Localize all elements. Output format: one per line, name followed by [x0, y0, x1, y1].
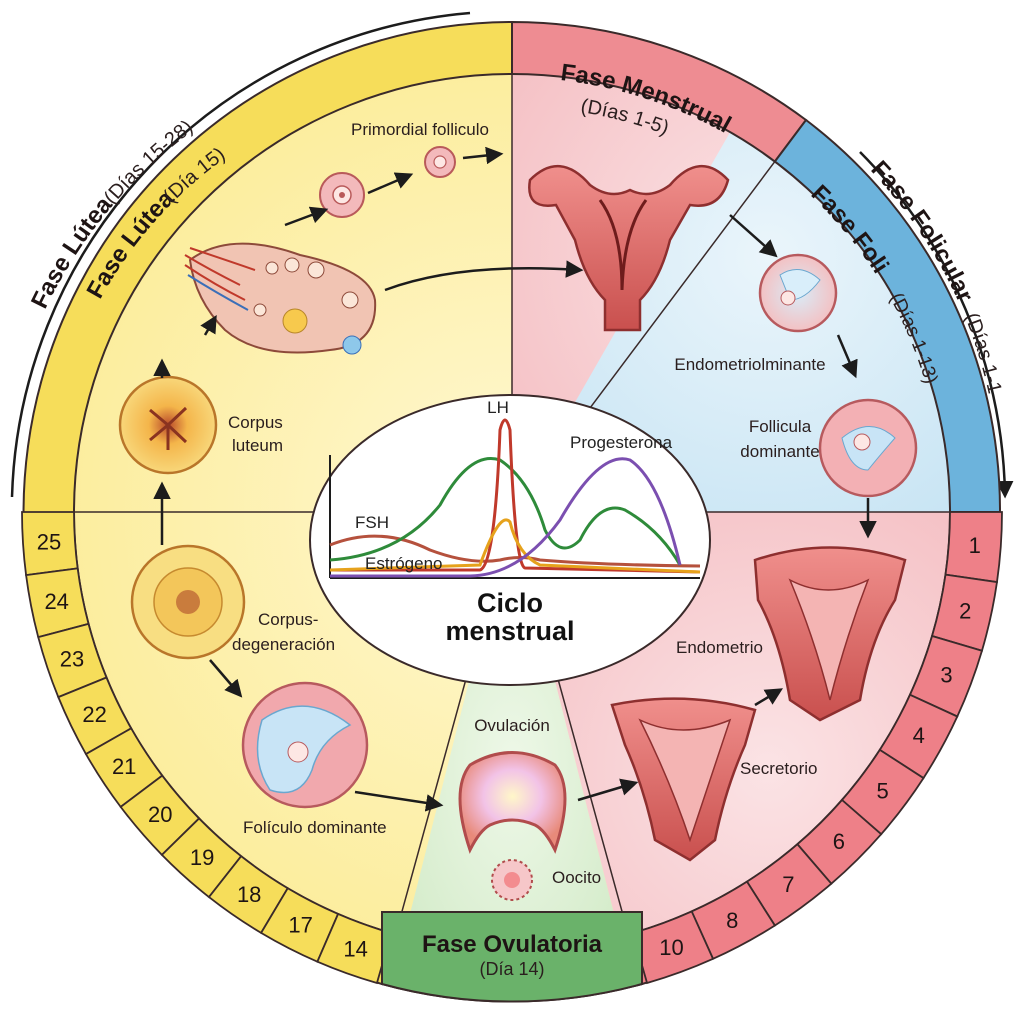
- day-left-4-label: 21: [112, 754, 136, 779]
- progesterone-curve: [330, 457, 682, 578]
- estrogen-curve: [329, 457, 682, 566]
- follicula-dominante-label-2: dominante: [740, 442, 819, 461]
- progesterone-label: Progesterona: [570, 433, 673, 452]
- day-right-6-label: 7: [782, 872, 794, 897]
- follicula-dominante-label-1: Follicula: [749, 417, 812, 436]
- fsh-curve: [329, 534, 701, 568]
- day-left-3-cell: [57, 676, 133, 756]
- ovulatory-phase-days: (Día 14): [479, 959, 544, 979]
- corpus-degeneration-icon: [130, 544, 246, 660]
- corpus-degeneration-label-1: Corpus-: [258, 610, 318, 629]
- day-right-8-cell: [631, 910, 715, 985]
- ovulatory-band: [381, 911, 643, 1003]
- lh-yellow-curve: [329, 518, 701, 574]
- outer-arc-folicular: [859, 151, 1014, 499]
- endometrio-label: Endometrio: [676, 638, 763, 657]
- day-left-7-label: 18: [237, 882, 261, 907]
- ovulatory-phase-title: Fase Ovulatoria: [422, 931, 603, 958]
- day-left-2-label: 23: [60, 647, 84, 672]
- day-left-4-cell: [84, 727, 164, 809]
- center-title-line2: menstrual: [445, 616, 574, 646]
- day-left-8-label: 17: [288, 913, 312, 938]
- day-right-3-label: 4: [913, 723, 925, 748]
- day-right-0-label: 1: [969, 533, 981, 558]
- primordial-label: Primordial folliculo: [351, 120, 489, 139]
- uterus-endometrium-icon: [753, 546, 907, 722]
- day-left-5-label: 20: [148, 802, 172, 827]
- day-left-0-cell: [21, 511, 79, 577]
- day-left-0-label: 25: [37, 529, 61, 554]
- cycle-arrows: [153, 146, 877, 812]
- oocyte-label: Oocito: [552, 868, 601, 887]
- day-right-5-label: 6: [833, 829, 845, 854]
- day-left-6-label: 19: [190, 845, 214, 870]
- day-scale-right: 1 2 3 4 5 6 7 8 10: [631, 511, 1003, 985]
- dominant-follicle-right-icon: [818, 398, 918, 498]
- secretorio-label: Secretorio: [740, 759, 817, 778]
- center-ellipse: [309, 394, 711, 686]
- day-left-2-cell: [37, 622, 108, 699]
- dominant-follicle-label: Folículo dominante: [243, 818, 387, 837]
- day-right-1-label: 2: [959, 599, 971, 624]
- ovulation-label: Ovulación: [474, 716, 550, 735]
- day-left-1-label: 24: [44, 589, 68, 614]
- day-left-6-cell: [160, 817, 243, 899]
- hormone-chart: [329, 418, 701, 579]
- corpus-luteum-label-2: luteum: [232, 436, 283, 455]
- ovary-icon: [184, 242, 377, 355]
- dominant-follicle-left-icon: [241, 681, 369, 809]
- fsh-label: FSH: [355, 513, 389, 532]
- day-left-9-cell: [316, 912, 393, 985]
- uterus-secretory-icon: [610, 697, 757, 862]
- corpus-degeneration-label-2: degeneración: [232, 635, 335, 654]
- day-right-2-label: 3: [940, 662, 952, 687]
- day-scale-left: 25 24 23 22 21 20 19 18 17 14: [21, 511, 393, 985]
- day-right-8-label: 10: [659, 935, 683, 960]
- day-left-1-cell: [25, 567, 90, 639]
- outer-arc-lutea: [10, 11, 471, 498]
- day-left-3-label: 22: [82, 702, 106, 727]
- center-title-line1: Ciclo: [477, 588, 543, 618]
- corpus-luteum-label-1: Corpus: [228, 413, 283, 432]
- day-right-4-label: 5: [876, 779, 888, 804]
- day-left-5-cell: [119, 774, 201, 857]
- endometriolminante-label: Endometriolminante: [674, 355, 825, 374]
- endometrium-follicle-icon: [758, 253, 838, 333]
- corpus-luteum-icon: [118, 375, 218, 475]
- day-left-7-cell: [207, 854, 289, 935]
- primordial-follicle-icon: [319, 146, 456, 218]
- estrogen-label: Estrógeno: [365, 554, 443, 573]
- day-left-8-cell: [259, 886, 340, 963]
- day-right-7-label: 8: [726, 908, 738, 933]
- ovulation-follicle-icon: [458, 751, 567, 901]
- lh-label: LH: [487, 398, 509, 417]
- day-left-9-label: 14: [343, 936, 367, 961]
